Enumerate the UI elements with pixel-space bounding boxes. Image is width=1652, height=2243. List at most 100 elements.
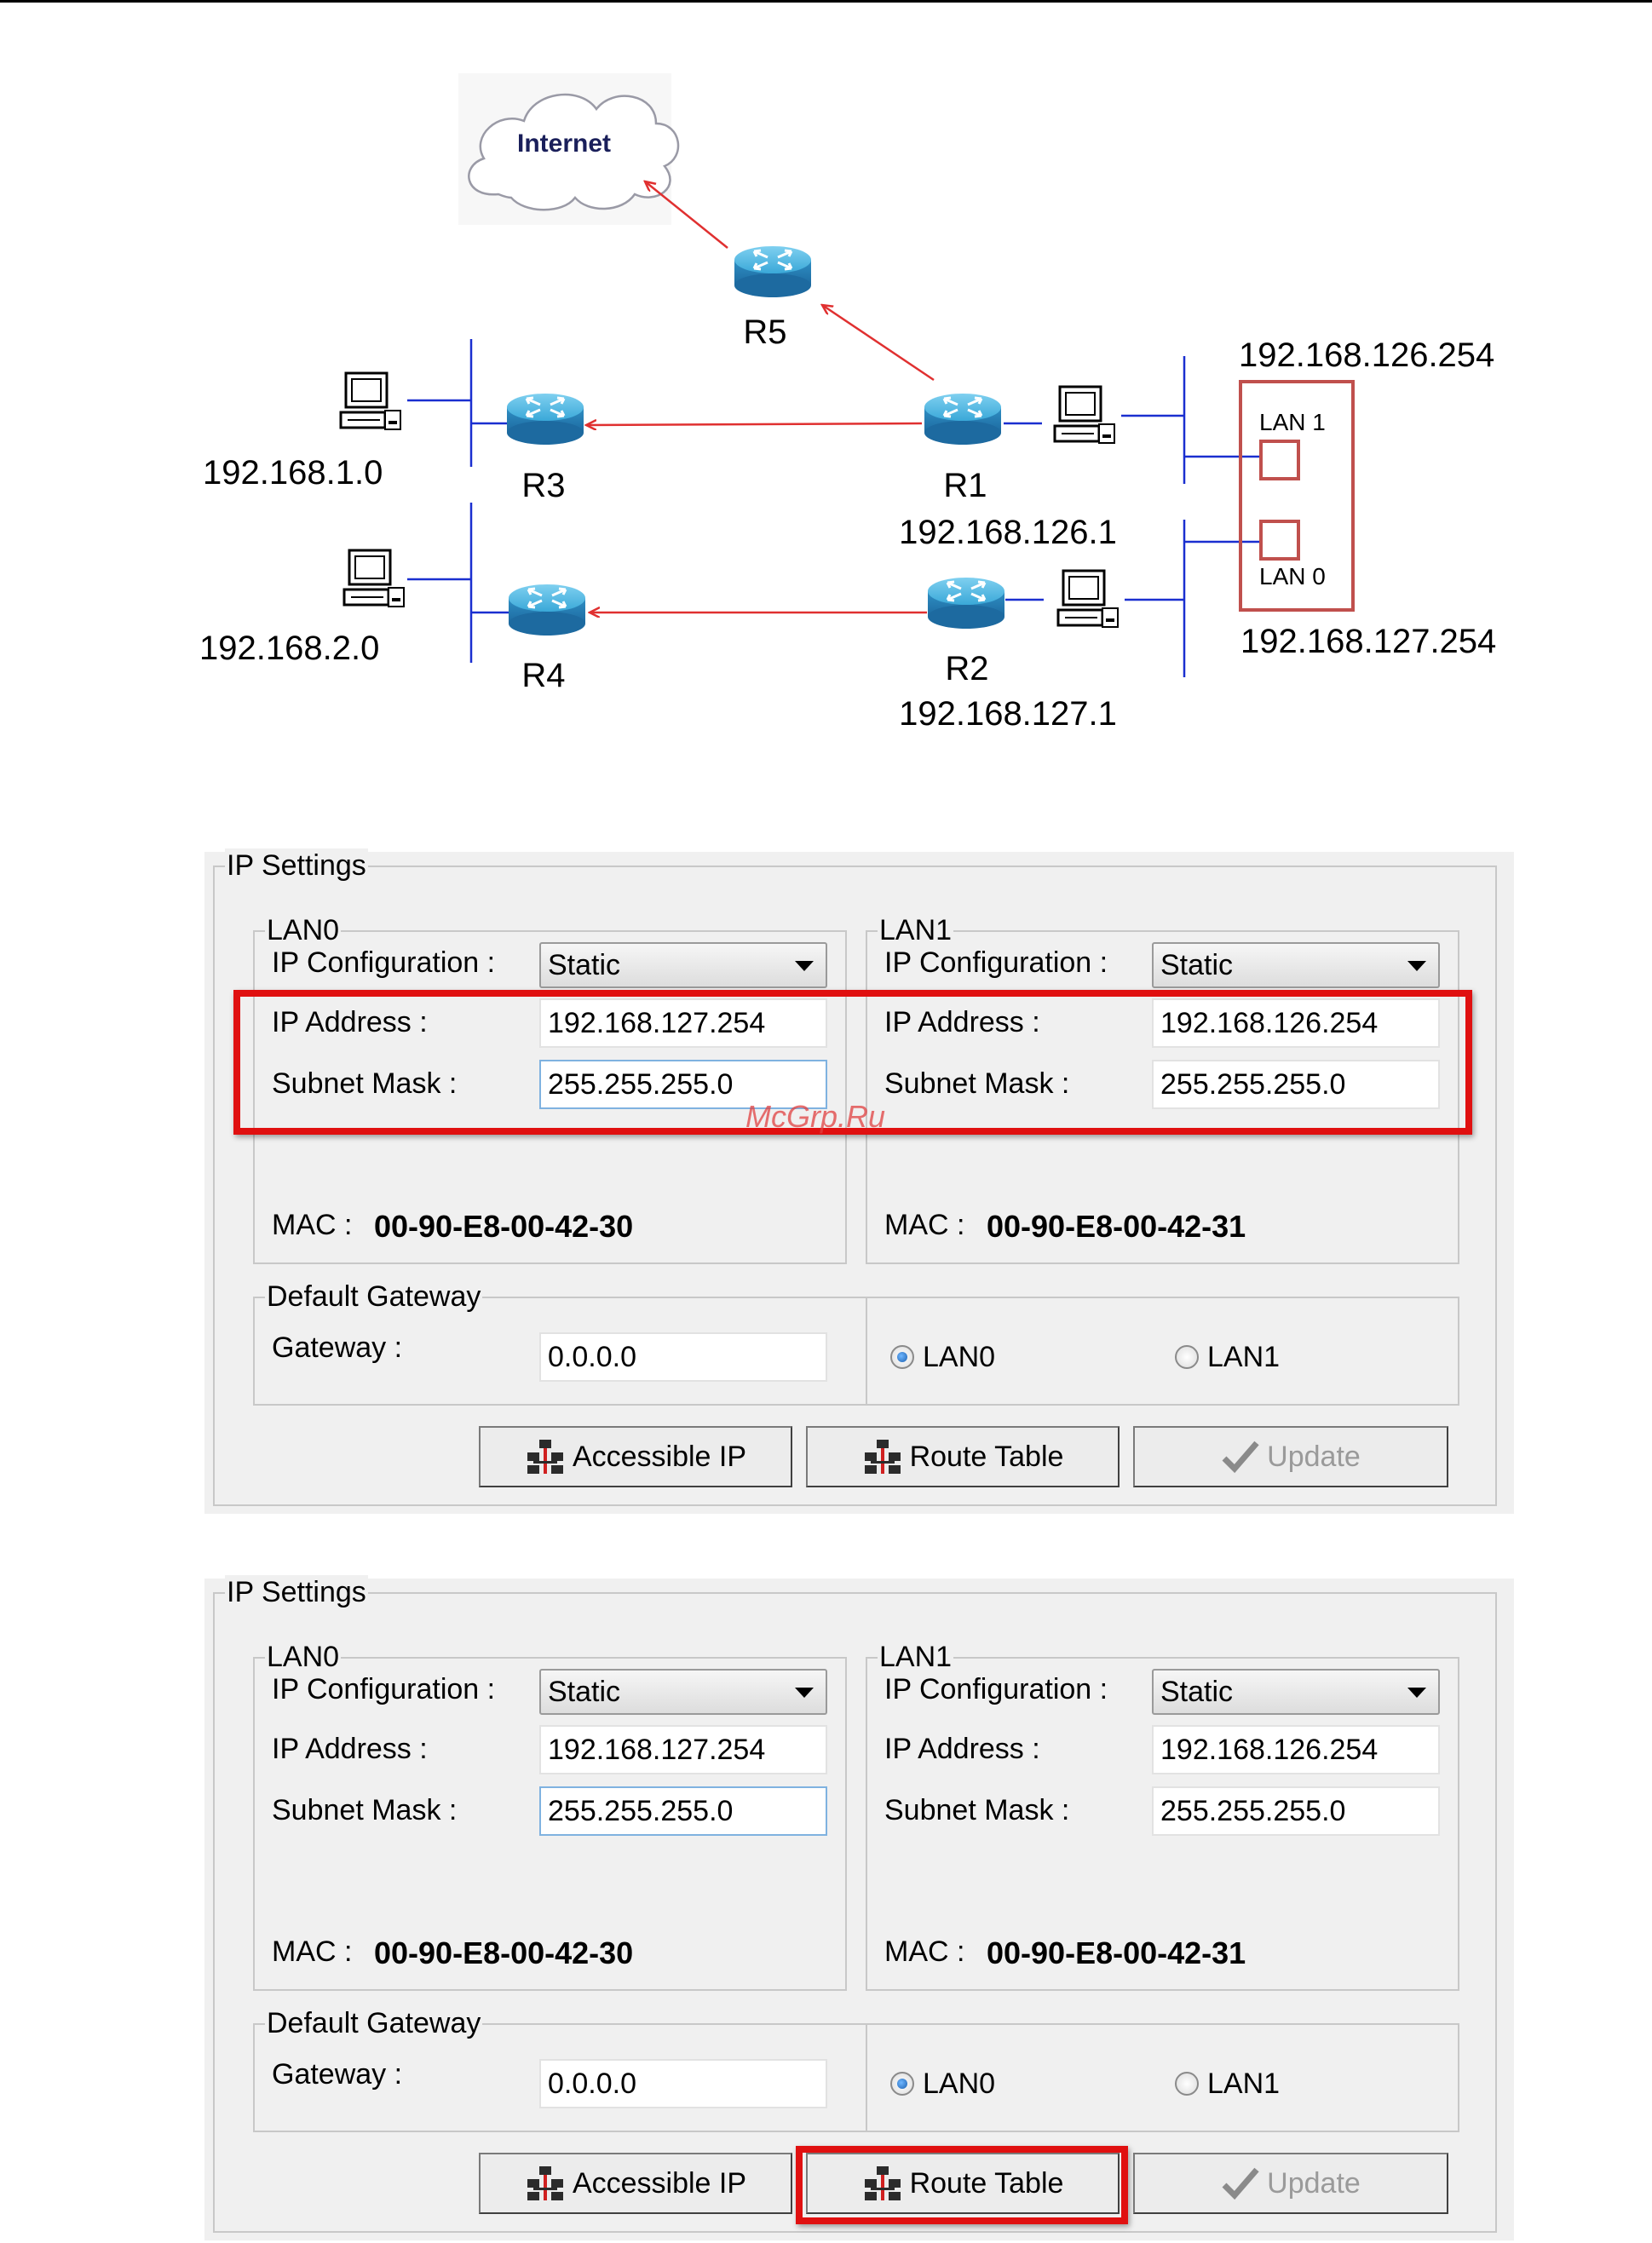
lan0-mac-label: MAC : (272, 1209, 353, 1241)
r5-label: R5 (743, 313, 786, 351)
gateway-radio-lan0-label: LAN0 (923, 1340, 996, 1373)
lan0-config-label: IP Configuration : (272, 946, 496, 979)
lan0-mac-label: MAC : (272, 1935, 353, 1968)
lan0-ip-input[interactable] (539, 1725, 827, 1774)
gateway-radio-lan1[interactable]: LAN1 (1175, 1338, 1280, 1376)
gateway-input[interactable] (539, 2059, 827, 2108)
gateway-group: Default Gateway Gateway : LAN0 LAN1 (253, 1280, 1459, 1406)
lan0-group: LAN0 IP Configuration : Static IP Addres… (253, 913, 847, 1264)
lan1-config-label: IP Configuration : (884, 1673, 1108, 1705)
gateway-label: Gateway : (272, 1331, 403, 1364)
network-tree-icon (527, 2166, 563, 2200)
gateway-radio-lan0[interactable]: LAN0 (890, 2065, 995, 2102)
gateway-input[interactable] (539, 1332, 827, 1382)
lan1-config-select[interactable]: Static (1152, 1669, 1440, 1715)
lan0-mac-value: 00-90-E8-00-42-30 (374, 1209, 634, 1244)
lan0-config-select[interactable]: Static (539, 1669, 827, 1715)
network-tree-icon (527, 1440, 563, 1474)
device-lan-ports (1239, 380, 1355, 612)
lan1-mac-label: MAC : (884, 1935, 965, 1968)
internet-cloud-icon (458, 73, 680, 225)
lan1-config-value: Static (1160, 1676, 1234, 1708)
lan1-config-select[interactable]: Static (1152, 942, 1440, 988)
chevron-down-icon (795, 961, 814, 971)
page-top-rule (0, 0, 1652, 3)
gateway-radio-lan0[interactable]: LAN0 (890, 1338, 995, 1376)
lan0-mask-input[interactable] (539, 1786, 827, 1836)
lan0-config-select[interactable]: Static (539, 942, 827, 988)
network-tree-icon (864, 1440, 901, 1474)
ip-settings-title: IP Settings (225, 1575, 368, 1609)
lan1-ip-label: IP Address : (884, 1733, 1040, 1765)
lan0-mask-input[interactable] (539, 1060, 827, 1109)
lan1-mask-label: Subnet Mask : (884, 1794, 1070, 1826)
lan1-port-label: LAN 1 (1259, 409, 1326, 435)
accessible-ip-button[interactable]: Accessible IP (479, 2153, 792, 2214)
route-table-label: Route Table (909, 1440, 1064, 1473)
radio-selected-icon (890, 1345, 914, 1369)
lan0-mask-label: Subnet Mask : (272, 1794, 458, 1826)
lan0-ip-input[interactable] (539, 998, 827, 1048)
r2-ip-label: 192.168.127.1 (899, 695, 1117, 733)
accessible-ip-label: Accessible IP (572, 2166, 747, 2200)
router-links (586, 181, 935, 613)
update-button[interactable]: Update (1133, 2153, 1448, 2214)
gateway-group: Default Gateway Gateway : LAN0 LAN1 (253, 2006, 1459, 2132)
checkmark-icon (1222, 1441, 1259, 1474)
lan0-config-label: IP Configuration : (272, 1673, 496, 1705)
lan0-config-value: Static (548, 949, 621, 981)
update-button[interactable]: Update (1133, 1426, 1448, 1487)
gateway-radio-lan1[interactable]: LAN1 (1175, 2065, 1280, 2102)
lan1-config-value: Static (1160, 949, 1234, 981)
pc-net1-icon (339, 371, 402, 431)
network-diagram: Internet LAN 1 LAN 0 R5 (199, 73, 1496, 733)
router-r1-icon (923, 392, 1003, 446)
gateway-divider (866, 1298, 867, 1404)
ip-settings-group: IP Settings LAN0 IP Configuration : Stat… (213, 1575, 1497, 2233)
lan1-mask-input[interactable] (1152, 1786, 1440, 1836)
lan1-mask-input[interactable] (1152, 1060, 1440, 1109)
gateway-radio-lan1-label: LAN1 (1207, 1340, 1281, 1373)
ip-settings-panel-2: IP Settings LAN0 IP Configuration : Stat… (204, 1575, 1514, 2240)
lan1-config-label: IP Configuration : (884, 946, 1108, 979)
lan0-config-value: Static (548, 1676, 621, 1708)
lan1-title: LAN1 (878, 913, 954, 947)
lan1-title: LAN1 (878, 1640, 954, 1674)
r4-label: R4 (521, 657, 565, 694)
lan0-title: LAN0 (265, 1640, 342, 1674)
chevron-down-icon (1407, 1688, 1426, 1698)
accessible-ip-button[interactable]: Accessible IP (479, 1426, 792, 1487)
route-table-button[interactable]: Route Table (806, 2153, 1120, 2214)
update-label: Update (1267, 1440, 1361, 1473)
network-tree-icon (864, 2166, 901, 2200)
lan0-ip-label: 192.168.127.254 (1240, 623, 1496, 660)
gateway-title: Default Gateway (265, 2006, 483, 2040)
lan1-ip-input[interactable] (1152, 998, 1440, 1048)
router-r5-icon (733, 244, 813, 299)
radio-selected-icon (890, 2072, 914, 2096)
r3-label: R3 (521, 467, 565, 504)
lan1-ip-input[interactable] (1152, 1725, 1440, 1774)
pc-r1-icon (1053, 385, 1116, 445)
chevron-down-icon (795, 1688, 814, 1698)
lan0-ip-label: IP Address : (272, 1733, 428, 1765)
internet-label: Internet (517, 129, 611, 158)
ip-mask-highlight-box (233, 990, 1472, 1135)
router-r4-icon (507, 583, 587, 637)
lan0-port-label: LAN 0 (1259, 563, 1326, 590)
route-table-label: Route Table (909, 2166, 1064, 2200)
router-r3-icon (505, 392, 585, 446)
ip-settings-group: IP Settings LAN0 IP Configuration : Stat… (213, 848, 1497, 1506)
watermark: McGrp.Ru (745, 1099, 886, 1134)
lan1-ip-label: IP Address : (884, 1006, 1040, 1038)
lan0-mac-value: 00-90-E8-00-42-30 (374, 1935, 634, 1970)
net1-label: 192.168.1.0 (203, 454, 383, 492)
pc-r2-icon (1056, 569, 1120, 629)
route-table-button[interactable]: Route Table (806, 1426, 1120, 1487)
ip-settings-title: IP Settings (225, 848, 368, 883)
lan1-group: LAN1 IP Configuration : Static IP Addres… (866, 1640, 1459, 1991)
gateway-radio-lan0-label: LAN0 (923, 2067, 996, 2100)
lan1-ip-label: 192.168.126.254 (1239, 336, 1494, 374)
pc-net2-icon (342, 549, 406, 608)
router-r2-icon (926, 576, 1006, 630)
